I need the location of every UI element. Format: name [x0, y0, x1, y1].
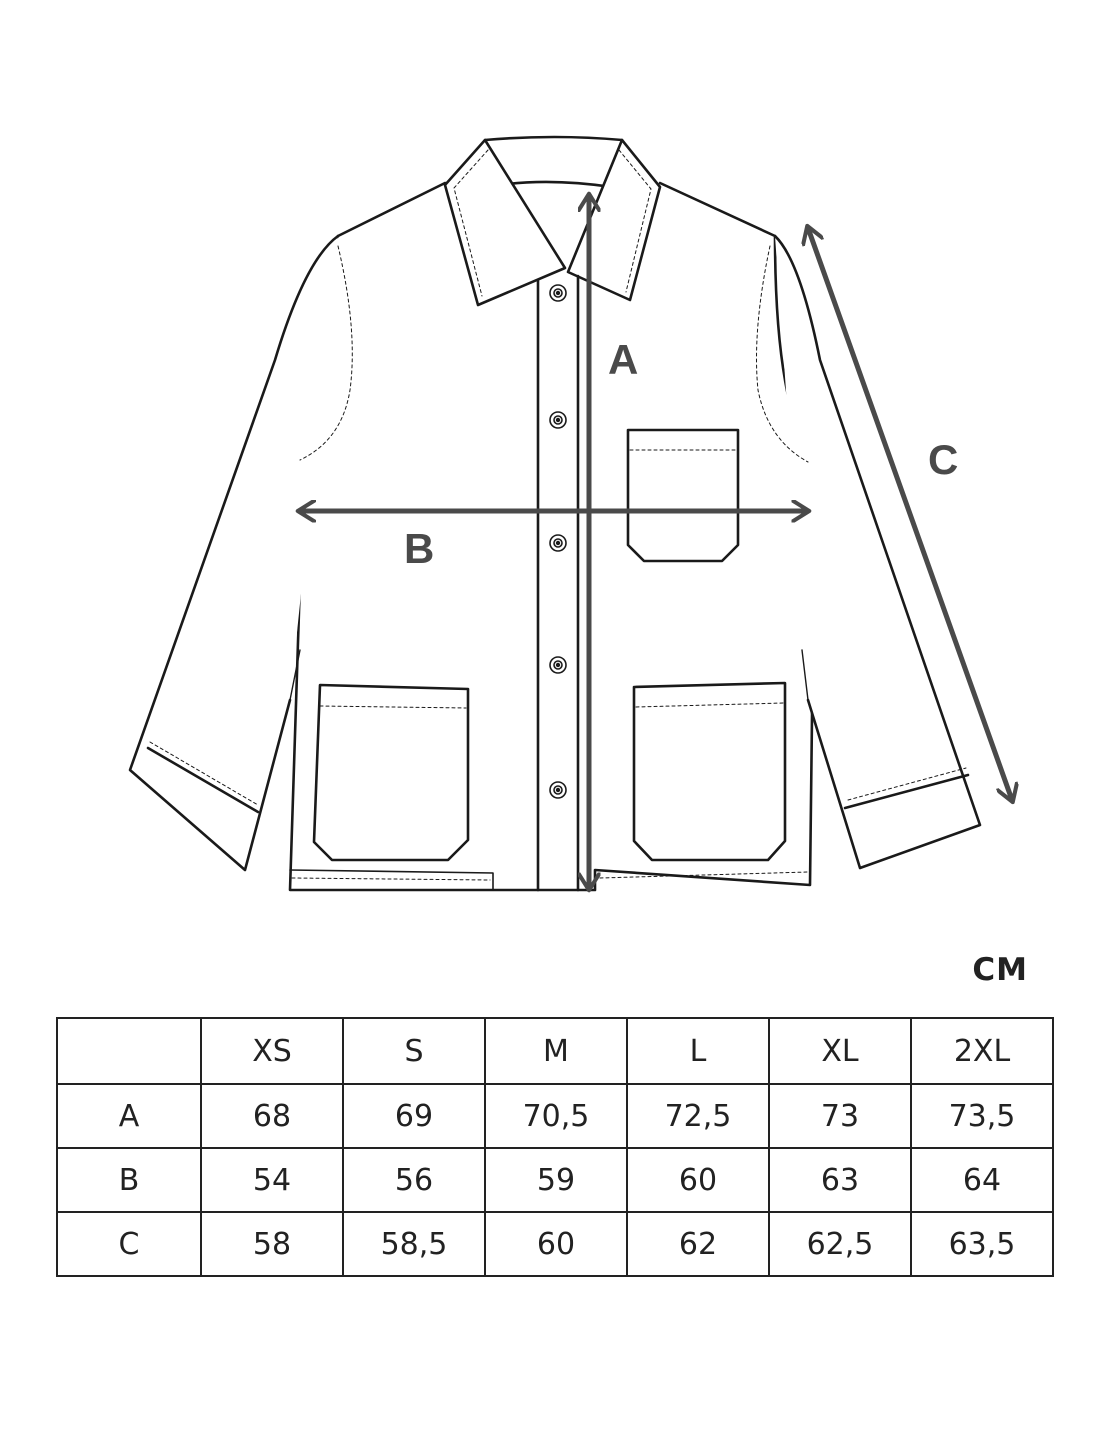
buttons	[549, 284, 567, 799]
table-cell: 54	[200, 1147, 344, 1213]
row-label: C	[56, 1211, 202, 1277]
label-b: B	[404, 525, 434, 572]
table-cell: 62,5	[768, 1211, 912, 1277]
table-cell: 73,5	[910, 1083, 1054, 1149]
left-pocket	[312, 683, 470, 862]
arrow-c	[808, 228, 1012, 800]
hem-stitch	[291, 871, 809, 881]
table-row: B 54 56 59 60 63 64	[56, 1147, 1054, 1213]
left-sleeve	[128, 234, 340, 872]
jacket-diagram: A B C	[128, 135, 1095, 930]
size-table: XS S M L XL 2XL A 68 69 70,5 72,5 73 73,…	[56, 1017, 1054, 1277]
collar-left-stitch	[453, 149, 489, 297]
table-cell: 68	[200, 1083, 344, 1149]
table-cell: 59	[484, 1147, 628, 1213]
button-4	[549, 656, 567, 674]
table-cell: 60	[484, 1211, 628, 1277]
table-cell: 72,5	[626, 1083, 770, 1149]
row-label: B	[56, 1147, 202, 1213]
table-cell: 64	[910, 1147, 1054, 1213]
size-header-s: S	[342, 1017, 486, 1085]
right-armhole-stitch	[756, 245, 809, 463]
measurement-arrows	[300, 196, 1012, 888]
label-c: C	[928, 436, 958, 483]
size-header-row: XS S M L XL 2XL	[56, 1017, 1054, 1085]
table-cell: 58	[200, 1211, 344, 1277]
right-pocket-top-stitch	[635, 702, 784, 708]
left-cuff	[146, 746, 260, 814]
table-cell: 58,5	[342, 1211, 486, 1277]
collar-left	[443, 138, 567, 307]
size-header-m: M	[484, 1017, 628, 1085]
table-cell: 69	[342, 1083, 486, 1149]
unit-label: CM	[972, 952, 1028, 988]
left-pocket-top-stitch	[319, 705, 467, 709]
button-3	[549, 534, 567, 552]
collar-right-stitch	[618, 149, 652, 293]
chest-pocket	[626, 428, 740, 563]
table-cell: 62	[626, 1211, 770, 1277]
table-cell: 73	[768, 1083, 912, 1149]
size-header-xl: XL	[768, 1017, 912, 1085]
button-2	[549, 411, 567, 429]
table-row: A 68 69 70,5 72,5 73 73,5	[56, 1083, 1054, 1149]
size-header-xs: XS	[200, 1017, 344, 1085]
table-cell: 70,5	[484, 1083, 628, 1149]
table-cell: 60	[626, 1147, 770, 1213]
row-label: A	[56, 1083, 202, 1149]
button-5	[549, 781, 567, 799]
label-a: A	[608, 336, 638, 383]
table-row: C 58 58,5 60 62 62,5 63,5	[56, 1211, 1054, 1277]
left-cuff-stitch	[149, 741, 259, 806]
hem-line	[289, 869, 494, 891]
left-vent	[289, 649, 301, 701]
table-cell: 63	[768, 1147, 912, 1213]
collar-back	[483, 135, 624, 142]
size-header-l: L	[626, 1017, 770, 1085]
table-cell: 63,5	[910, 1211, 1054, 1277]
left-armhole-stitch	[299, 245, 353, 461]
table-cell: 56	[342, 1147, 486, 1213]
right-pocket	[632, 681, 787, 862]
size-header-2xl: 2XL	[910, 1017, 1054, 1085]
button-1	[549, 284, 567, 302]
table-corner	[56, 1017, 202, 1085]
